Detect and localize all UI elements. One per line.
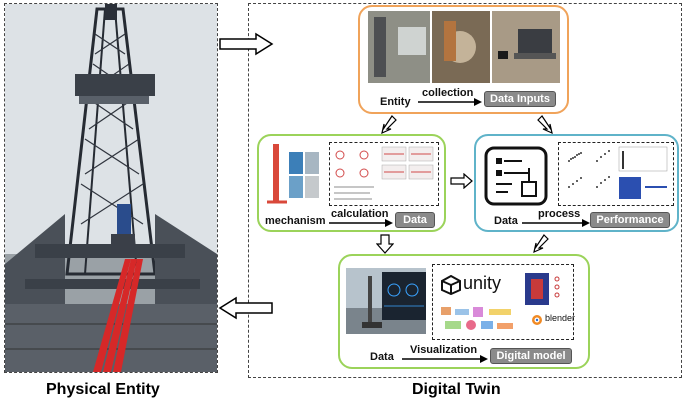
arrow-left-icon [218, 296, 273, 320]
simulation-screenshot [346, 268, 426, 334]
physical-entity-caption: Physical Entity [46, 381, 160, 398]
drilling-rig-photo [5, 4, 217, 372]
arrow-mech-to-perf-icon [450, 173, 473, 189]
performance-box: Data process Performance [474, 134, 679, 232]
perf-data-label: Data [494, 215, 518, 227]
sensor-equipment-photos [368, 11, 560, 83]
digital-twin-caption: Digital Twin [412, 381, 501, 398]
collection-label: collection [422, 87, 474, 99]
unity-logo-text: unity [463, 273, 502, 293]
component-icons [441, 307, 513, 330]
data-inputs-pill: Data Inputs [484, 91, 556, 107]
entity-label: Entity [380, 96, 411, 108]
process-diagram-icon [484, 146, 548, 206]
arrow-down-right-icon [537, 115, 553, 135]
collection-arrow-icon [418, 98, 482, 106]
data-collection-box: Entity collection Data Inputs [358, 5, 569, 114]
visualization-arrow-icon [402, 355, 488, 363]
mechanism-model-images [267, 144, 319, 204]
equations-panel [329, 142, 439, 206]
model-data-label: Data [370, 351, 394, 363]
blender-icon [532, 315, 542, 325]
arrow-down-left-icon [381, 115, 397, 135]
process-arrow-icon [522, 219, 590, 227]
data-pill: Data [395, 212, 435, 228]
arrow-right-icon [219, 32, 274, 56]
model-render-image [525, 273, 560, 305]
performance-pill: Performance [590, 212, 670, 228]
visualization-label: Visualization [410, 344, 478, 356]
digital-twin-panel [248, 3, 682, 378]
calculation-label: calculation [331, 208, 389, 220]
tools-logos-panel: unity blender [432, 264, 576, 340]
calculation-arrow-icon [329, 219, 393, 227]
digital-model-box: unity blender Data Visualization [338, 254, 590, 369]
unity-icon [441, 275, 461, 295]
performance-plots [568, 146, 668, 199]
digital-model-pill: Digital model [490, 348, 572, 364]
arrow-mech-down-icon [376, 234, 394, 254]
mechanism-label: mechanism [265, 215, 326, 227]
performance-charts-panel [558, 142, 674, 206]
arrow-perf-down-icon [533, 234, 549, 254]
blender-logo-text: blender [545, 313, 576, 323]
physical-entity-panel [4, 3, 218, 373]
equations-charts [334, 146, 434, 200]
process-label: process [538, 208, 581, 220]
mechanism-box: mechanism calculation Data [257, 134, 446, 232]
